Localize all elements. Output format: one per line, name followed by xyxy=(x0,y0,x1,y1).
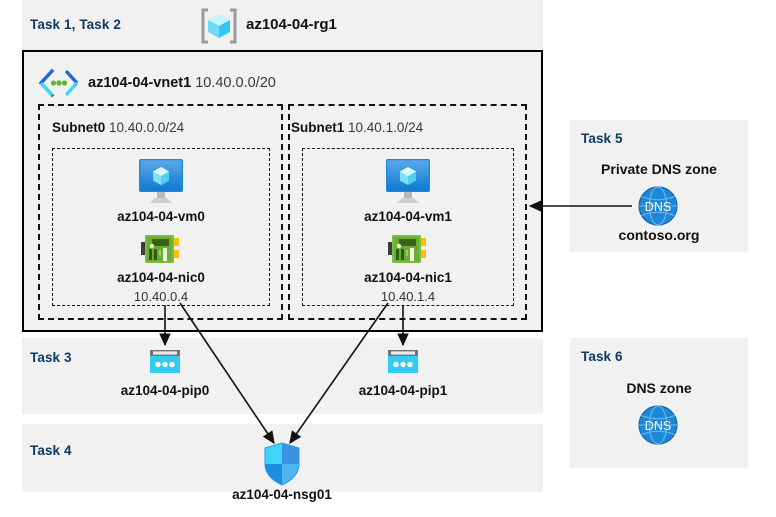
task-label-1-2: Task 1, Task 2 xyxy=(30,17,121,32)
subnet1-resource-box xyxy=(302,148,514,306)
resource-group-icon xyxy=(199,7,239,45)
virtual-network-icon xyxy=(36,68,82,98)
nic0-label: az104-04-nic0 xyxy=(117,270,205,285)
network-interface-icon xyxy=(386,230,430,268)
vnet-cidr: 10.40.0.0/20 xyxy=(195,75,276,91)
subnet0-cidr: 10.40.0.0/24 xyxy=(109,120,185,135)
resource-group-panel xyxy=(22,0,543,50)
subnet0-name: Subnet0 xyxy=(52,120,106,135)
pip0-label: az104-04-pip0 xyxy=(120,383,210,398)
subnet0-box xyxy=(38,104,283,320)
resource-group-name: az104-04-rg1 xyxy=(246,16,337,33)
private-dns-panel xyxy=(570,120,748,252)
nic1-label: az104-04-nic1 xyxy=(364,270,452,285)
vnet-header: az104-04-vnet1 10.40.0.0/20 xyxy=(88,75,276,91)
task-label-4: Task 4 xyxy=(30,443,72,458)
public-dns-panel xyxy=(570,338,748,468)
subnet1-cidr: 10.40.1.0/24 xyxy=(348,120,424,135)
vnet-name: az104-04-vnet1 xyxy=(88,75,192,91)
vm0-label: az104-04-vm0 xyxy=(117,209,205,224)
subnet1-header: Subnet1 10.40.1.0/24 xyxy=(291,120,423,135)
dns-zone-icon: DNS xyxy=(634,184,682,228)
virtual-machine-icon xyxy=(380,156,436,206)
subnet1-box xyxy=(288,104,527,320)
network-interface-icon xyxy=(139,230,183,268)
task-label-3: Task 3 xyxy=(30,350,72,365)
public-dns-heading: DNS zone xyxy=(626,380,692,396)
private-dns-heading: Private DNS zone xyxy=(601,161,717,177)
subnet0-resource-box xyxy=(52,148,270,306)
private-dns-name: contoso.org xyxy=(618,227,700,243)
dns-zone-icon: DNS xyxy=(634,403,682,447)
nic1-ip: 10.40.1.4 xyxy=(380,289,436,304)
task-label-5: Task 5 xyxy=(581,131,623,146)
public-ip-panel xyxy=(22,338,543,414)
nic0-ip: 10.40.0.4 xyxy=(133,289,189,304)
svg-text:DNS: DNS xyxy=(645,200,671,214)
vm1-label: az104-04-vm1 xyxy=(364,209,452,224)
subnet1-name: Subnet1 xyxy=(291,120,345,135)
pip1-label: az104-04-pip1 xyxy=(358,383,448,398)
public-ip-address-icon xyxy=(147,348,183,378)
nsg-label: az104-04-nsg01 xyxy=(232,487,332,502)
network-security-group-icon xyxy=(262,441,302,487)
svg-text:DNS: DNS xyxy=(645,419,671,433)
virtual-machine-icon xyxy=(133,156,189,206)
subnet0-header: Subnet0 10.40.0.0/24 xyxy=(52,120,184,135)
task-label-6: Task 6 xyxy=(581,349,623,364)
public-ip-address-icon xyxy=(385,348,421,378)
